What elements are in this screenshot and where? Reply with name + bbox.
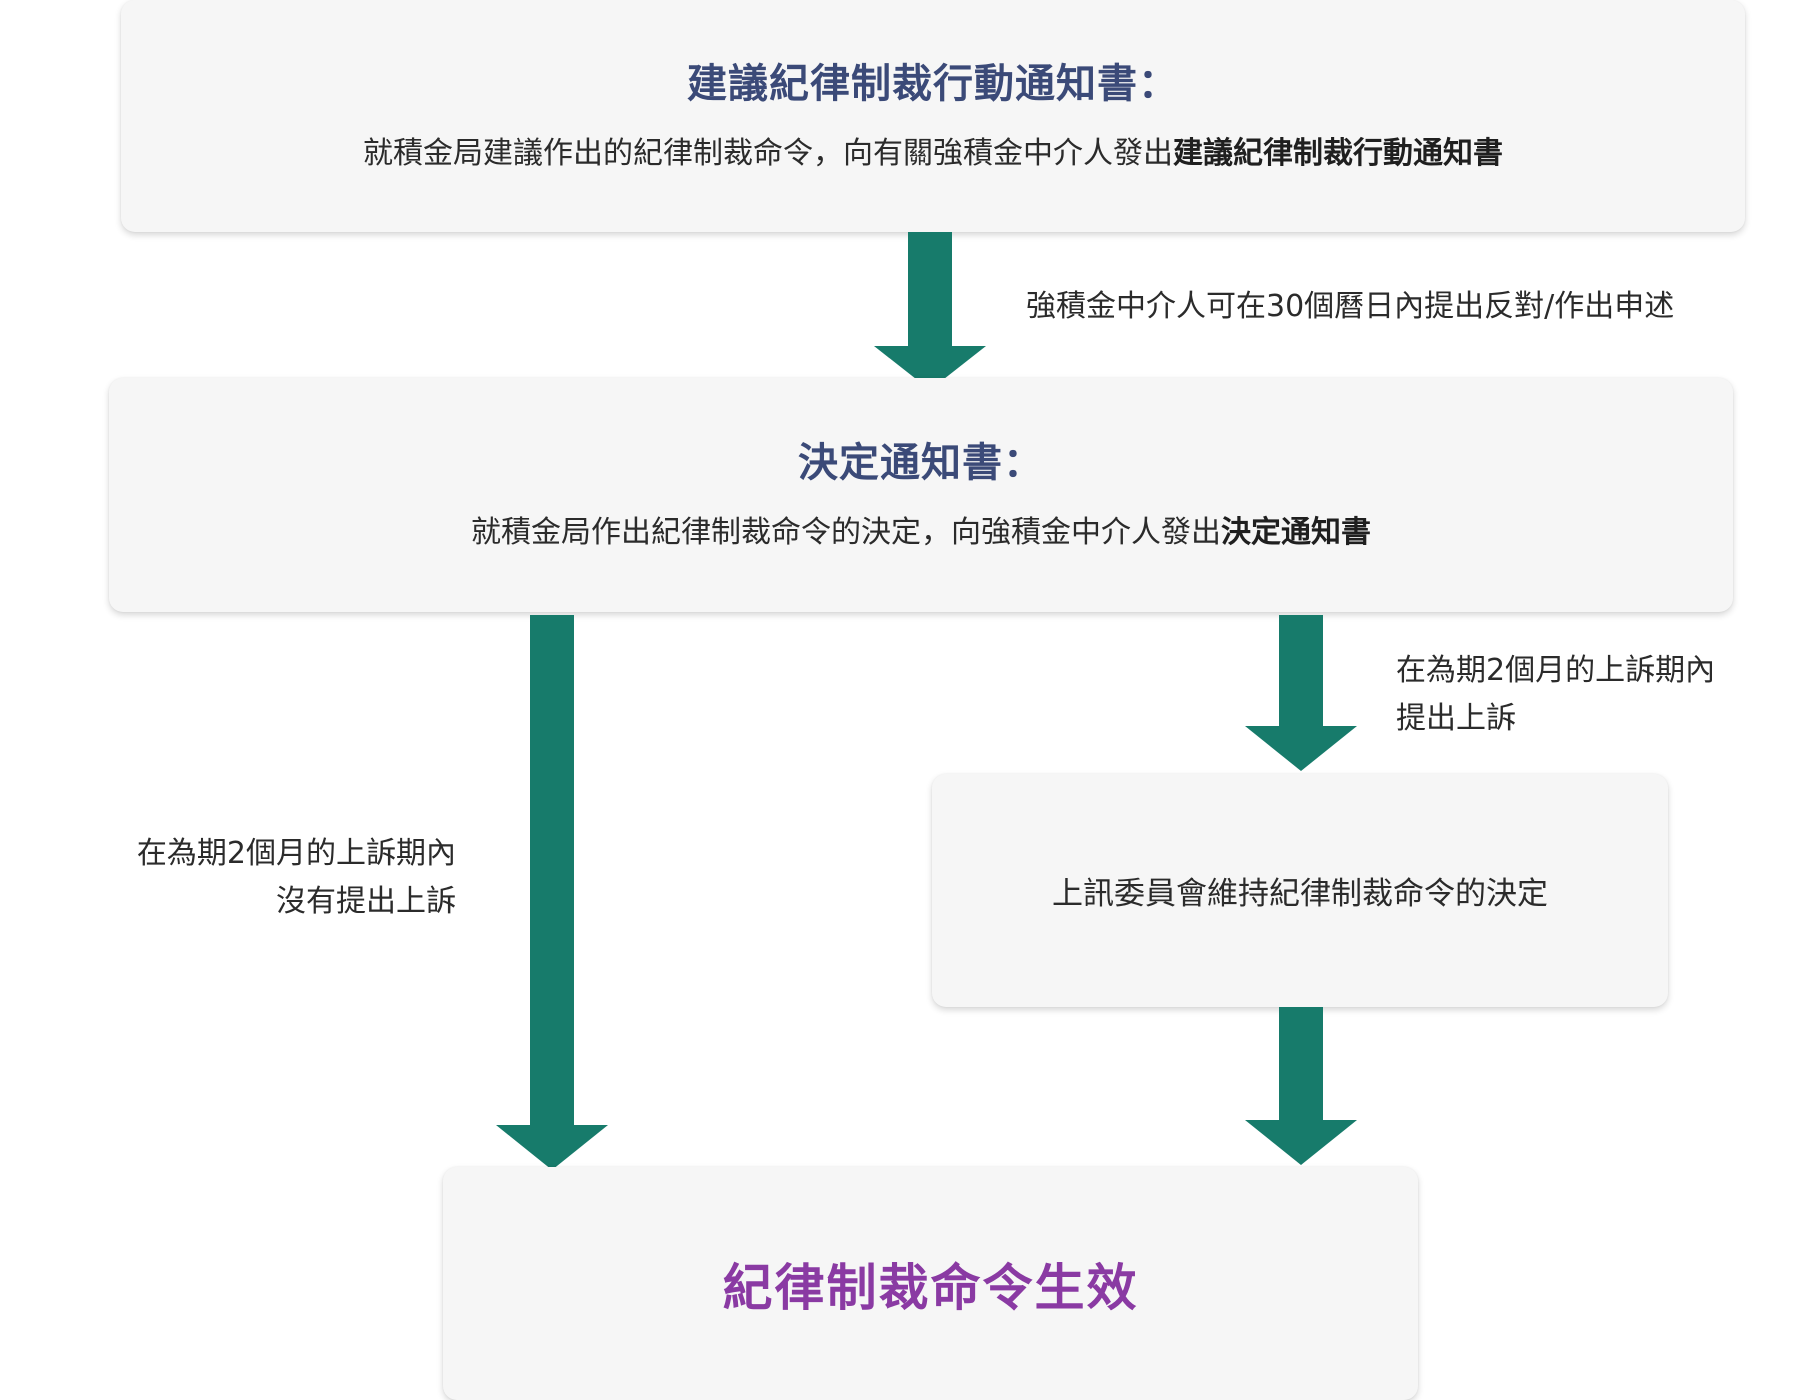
order-effective-title: 紀律制裁命令生效 — [722, 1258, 1139, 1317]
proposed-action-notice-box: 建議紀律制裁行動通知書： 就積金局建議作出的紀律制裁命令，向有關強積金中介人發出… — [121, 0, 1745, 232]
arrow-appeal-to-tribunal — [1245, 615, 1357, 771]
decision-notice-desc: 就積金局作出紀律制裁命令的決定，向強積金中介人發出決定通知書 — [471, 513, 1371, 552]
appeal-label-line2: 提出上訴 — [1396, 701, 1516, 736]
no-appeal-label: 在為期2個月的上訴期內 沒有提出上訴 — [112, 830, 456, 926]
decision-notice-desc-prefix: 就積金局作出紀律制裁命令的決定，向強積金中介人發出 — [471, 514, 1221, 550]
no-appeal-label-line1: 在為期2個月的上訴期內 — [136, 836, 456, 871]
order-effective-box: 紀律制裁命令生效 — [443, 1167, 1418, 1400]
representations-label-text: 強積金中介人可在30個曆日內提出反對/作出申述 — [1026, 289, 1675, 324]
no-appeal-label-line2: 沒有提出上訴 — [276, 884, 456, 919]
arrow-head — [874, 346, 986, 390]
arrow-shaft — [908, 232, 952, 346]
arrow-head — [1245, 1120, 1357, 1165]
proposed-action-notice-title: 建議紀律制裁行動通知書： — [687, 60, 1179, 107]
arrow-tribunal-to-effective — [1245, 1007, 1357, 1165]
tribunal-decision-box: 上訊委員會維持紀律制裁命令的決定 — [932, 774, 1668, 1007]
decision-notice-title: 決定通知書： — [798, 439, 1044, 486]
appeal-label-line1: 在為期2個月的上訴期內 — [1396, 653, 1716, 688]
arrow-to-decision-notice — [874, 232, 986, 390]
tribunal-decision-text: 上訊委員會維持紀律制裁命令的決定 — [1052, 876, 1548, 912]
decision-notice-box: 決定通知書： 就積金局作出紀律制裁命令的決定，向強積金中介人發出決定通知書 — [109, 378, 1733, 612]
representations-label: 強積金中介人可在30個曆日內提出反對/作出申述 — [1026, 283, 1674, 331]
arrow-no-appeal-to-effective — [496, 615, 608, 1170]
arrow-shaft — [1279, 615, 1323, 726]
proposed-action-notice-desc-prefix: 就積金局建議作出的紀律制裁命令，向有關強積金中介人發出 — [363, 135, 1173, 171]
arrow-shaft — [1279, 1007, 1323, 1120]
appeal-label: 在為期2個月的上訴期內 提出上訴 — [1396, 647, 1715, 743]
proposed-action-notice-desc: 就積金局建議作出的紀律制裁命令，向有關強積金中介人發出建議紀律制裁行動通知書 — [363, 134, 1503, 173]
arrow-shaft — [530, 615, 574, 1125]
arrow-head — [1245, 726, 1357, 771]
arrow-head — [496, 1125, 608, 1170]
decision-notice-desc-bold: 決定通知書 — [1221, 514, 1371, 550]
proposed-action-notice-desc-bold: 建議紀律制裁行動通知書 — [1173, 135, 1503, 171]
